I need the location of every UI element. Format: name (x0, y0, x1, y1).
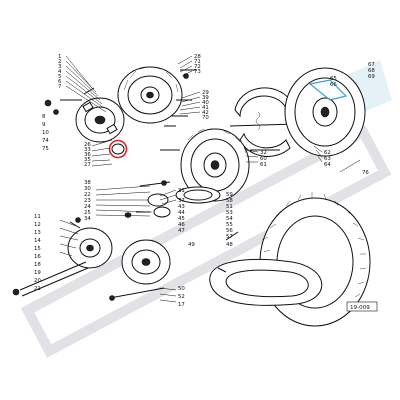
callout-23: 23 (84, 198, 91, 204)
callout-75: 75 (42, 146, 49, 152)
callout-37: 37 (178, 198, 185, 204)
callout-18: 18 (34, 262, 41, 268)
callout-46: 46 (178, 222, 185, 228)
callout-34: 34 (84, 216, 91, 222)
callout-4: 4 (58, 69, 62, 75)
highlight-circle (108, 139, 128, 159)
callout-labels: 1 2 3 4 5 6 7 8 9 10 11 12 13 14 15 16 1… (34, 54, 375, 308)
callout-55: 55 (226, 222, 233, 228)
callout-24: 24 (84, 204, 91, 210)
callout-59: 59 (226, 192, 233, 198)
callout-58: 58 (226, 198, 233, 204)
callout-6: 6 (58, 79, 62, 85)
callout-57: 57 (226, 234, 233, 240)
callout-65: 65 (330, 76, 337, 82)
callout-33: 33 (84, 147, 91, 153)
callout-51: 51 (226, 204, 233, 210)
callout-73: 73 (194, 69, 201, 75)
callout-76: 76 (362, 170, 369, 176)
callout-11: 11 (34, 214, 41, 220)
callout-13: 13 (34, 230, 41, 236)
callout-35: 35 (84, 157, 91, 163)
callout-52: 52 (178, 294, 185, 300)
callout-71: 71 (194, 59, 201, 65)
callout-54: 54 (226, 216, 233, 222)
callout-63: 63 (324, 156, 331, 162)
callout-19: 19 (34, 270, 41, 276)
inner-tube (209, 258, 323, 306)
callout-28: 28 (194, 54, 201, 60)
callout-17: 17 (178, 302, 185, 308)
axle-spindle (12, 217, 165, 301)
callout-2: 2 (58, 59, 61, 65)
callout-29: 29 (202, 90, 209, 96)
callout-10: 10 (42, 130, 49, 136)
callout-15: 15 (34, 246, 41, 252)
callout-53: 53 (226, 210, 233, 216)
hub-bolts (139, 180, 239, 241)
callout-5: 5 (58, 74, 61, 80)
wheel-hub (160, 128, 280, 202)
callout-67: 67 (368, 62, 375, 68)
callout-40: 40 (202, 100, 209, 106)
callout-69: 69 (368, 74, 375, 80)
reference-code: 19-009 (350, 305, 370, 311)
callout-36: 36 (84, 152, 91, 158)
callout-70: 70 (202, 115, 209, 121)
brake-drum-left (117, 66, 183, 124)
callout-72: 72 (194, 64, 201, 70)
bolt-set-left (44, 69, 196, 127)
callout-61: 61 (260, 162, 267, 168)
callout-1: 1 (58, 54, 61, 60)
callout-7: 7 (58, 84, 61, 90)
callout-9: 9 (42, 122, 46, 128)
callout-14: 14 (34, 238, 41, 244)
callout-8: 8 (42, 114, 46, 120)
callout-3: 3 (58, 64, 61, 70)
brake-backing-plate (75, 97, 125, 143)
callout-39: 39 (202, 95, 209, 101)
callout-25: 25 (84, 210, 91, 216)
bearing-set (124, 193, 171, 218)
callout-32: 32 (260, 150, 267, 156)
seal-ring-highlight (108, 139, 128, 159)
callout-44: 44 (178, 210, 185, 216)
callout-22: 22 (84, 192, 91, 198)
callout-31: 31 (178, 188, 185, 194)
callout-47: 47 (178, 228, 185, 234)
callout-50: 50 (178, 286, 185, 292)
callout-20: 20 (34, 278, 41, 284)
callout-43: 43 (178, 204, 185, 210)
callout-16: 16 (34, 254, 41, 260)
callout-48: 48 (226, 242, 233, 248)
callout-38: 38 (84, 180, 91, 186)
callout-49: 49 (188, 242, 195, 248)
callout-41: 41 (202, 105, 209, 111)
callout-74: 74 (42, 138, 49, 144)
brake-drum-right (284, 67, 366, 157)
hub-spacer-ring (175, 186, 221, 204)
callout-62: 62 (324, 150, 331, 156)
callout-68: 68 (368, 68, 375, 74)
callout-26: 26 (84, 142, 91, 148)
callout-42: 42 (202, 110, 209, 116)
callout-45: 45 (178, 216, 185, 222)
callout-56: 56 (226, 228, 233, 234)
brake-drum-lower (121, 239, 171, 285)
callout-66: 66 (330, 82, 337, 88)
brake-plate-lower (67, 227, 113, 269)
callout-30: 30 (84, 186, 91, 192)
callout-60: 60 (260, 156, 267, 162)
callout-27: 27 (84, 162, 91, 168)
leader-lines (59, 55, 361, 303)
reference-code-box: 19-009 (346, 301, 378, 312)
callout-12: 12 (34, 222, 41, 228)
callout-64: 64 (324, 162, 331, 168)
callout-21: 21 (34, 286, 41, 292)
